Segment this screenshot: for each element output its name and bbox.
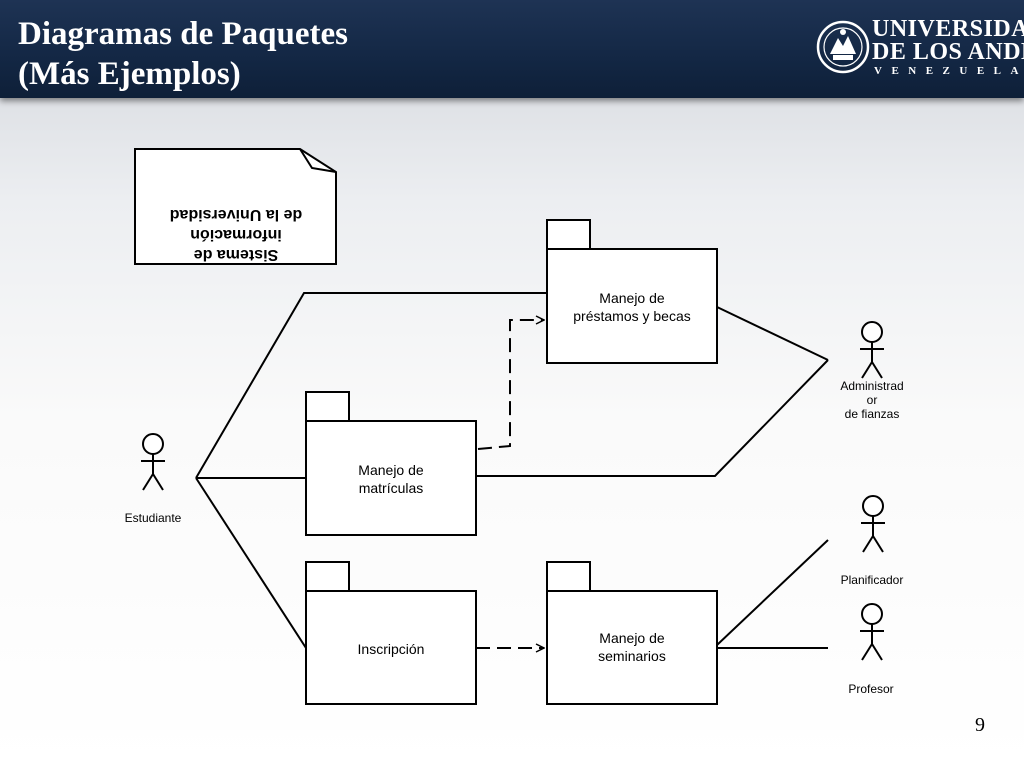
slide-title-line1: Diagramas de Paquetes [18,16,348,52]
stick-figure-icon [860,321,884,379]
actor-profesor: Profesor [848,603,894,696]
actor-planificador: Planificador [841,495,904,587]
slide-header: Diagramas de Paquetes (Más Ejemplos) UNI… [0,0,1024,98]
association-prestamos-administrador [716,306,829,361]
association-estudiante-inscripcion [195,477,307,649]
package-matriculas-label-line1: Manejo de [358,462,424,478]
university-seal-icon [816,20,870,74]
actor-estudiante-label: Estudiante [125,511,182,525]
package-prestamos-label-line2: préstamos y becas [573,308,691,324]
note-text-line1: Sistema de [194,246,279,263]
association-lines [195,292,829,649]
logo-text-line2: DE LOS ANDES [872,39,1024,65]
actor-estudiante: Estudiante [125,433,182,525]
association-estudiante-prestamos [195,292,546,479]
package-inscripcion-label: Inscripción [358,641,425,657]
dependency-arrows [476,320,544,648]
package-seminarios-label-line1: Manejo de [599,630,665,646]
package-prestamos-becas: Manejo de préstamos y becas [546,219,718,364]
slide-title: Diagramas de Paquetes (Más Ejemplos) [18,14,348,94]
stick-figure-icon [861,495,885,553]
package-seminarios: Manejo de seminarios [546,561,718,705]
actor-administrador-fianzas: Administrad or de fianzas [840,321,904,421]
dependency-matriculas-prestamos [477,320,544,450]
actor-profesor-label: Profesor [848,682,893,696]
page-number: 9 [975,714,985,736]
stick-figure-icon [860,603,884,661]
package-matriculas: Manejo de matrículas [305,391,477,536]
logo-text-line3: VENEZUELA [874,65,1024,77]
package-seminarios-label-line2: seminarios [598,648,666,664]
note-text-line3: de la Universidad [170,206,303,223]
actor-administrador-label-line2: or [867,393,878,407]
stick-figure-icon [141,433,165,491]
note-sistema-informacion: Sistema de información de la Universidad [134,148,337,265]
package-matriculas-label-line2: matrículas [359,480,424,496]
package-inscripcion: Inscripción [305,561,477,705]
slide-title-line2: (Más Ejemplos) [18,56,241,92]
package-prestamos-label-line1: Manejo de [599,290,665,306]
actor-administrador-label-line3: de fianzas [845,407,900,421]
note-text-line2: información [190,226,282,243]
actor-planificador-label: Planificador [841,573,904,587]
association-seminarios-planificador [716,539,829,646]
association-matriculas-administrador [476,359,829,477]
actor-administrador-label-line1: Administrad [840,379,903,393]
